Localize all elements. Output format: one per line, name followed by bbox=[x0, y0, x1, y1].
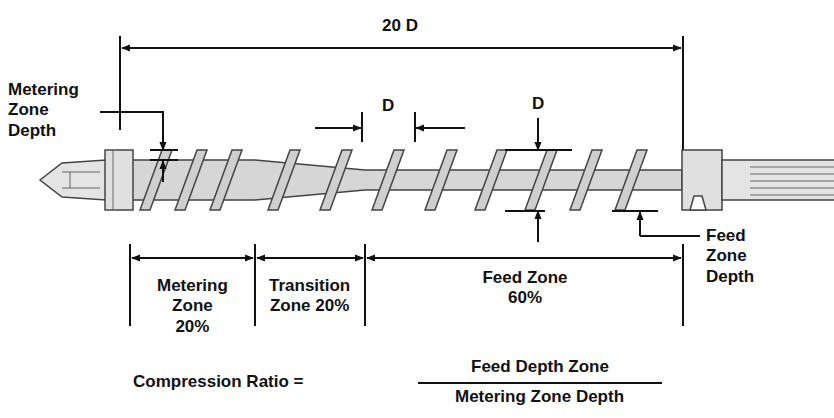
dimension-label: 20 D bbox=[382, 16, 418, 36]
screw-flight bbox=[268, 150, 300, 210]
callout-label: Feed Zone Depth bbox=[706, 226, 754, 287]
dimension-label: D bbox=[532, 94, 544, 114]
screw-flight bbox=[570, 150, 602, 210]
dimension-label: D bbox=[382, 96, 394, 116]
screw-flight bbox=[525, 150, 557, 210]
screw-flight bbox=[210, 150, 242, 210]
screw-flight bbox=[175, 150, 207, 210]
screw-flight bbox=[475, 150, 507, 210]
screw-flight bbox=[615, 150, 647, 210]
zone-label: Metering Zone 20% bbox=[157, 276, 228, 337]
screw-flight bbox=[372, 150, 404, 210]
screw-flight bbox=[425, 150, 457, 210]
screw-flight bbox=[320, 150, 352, 210]
zone-label: Feed Zone 60% bbox=[470, 268, 580, 309]
formula-label: Compression Ratio = bbox=[133, 372, 304, 392]
formula-denominator: Metering Zone Depth bbox=[455, 387, 624, 407]
zone-label: Transition Zone 20% bbox=[269, 276, 350, 317]
callout-label: Metering Zone Depth bbox=[8, 80, 79, 141]
formula-numerator: Feed Depth Zone bbox=[471, 357, 609, 377]
